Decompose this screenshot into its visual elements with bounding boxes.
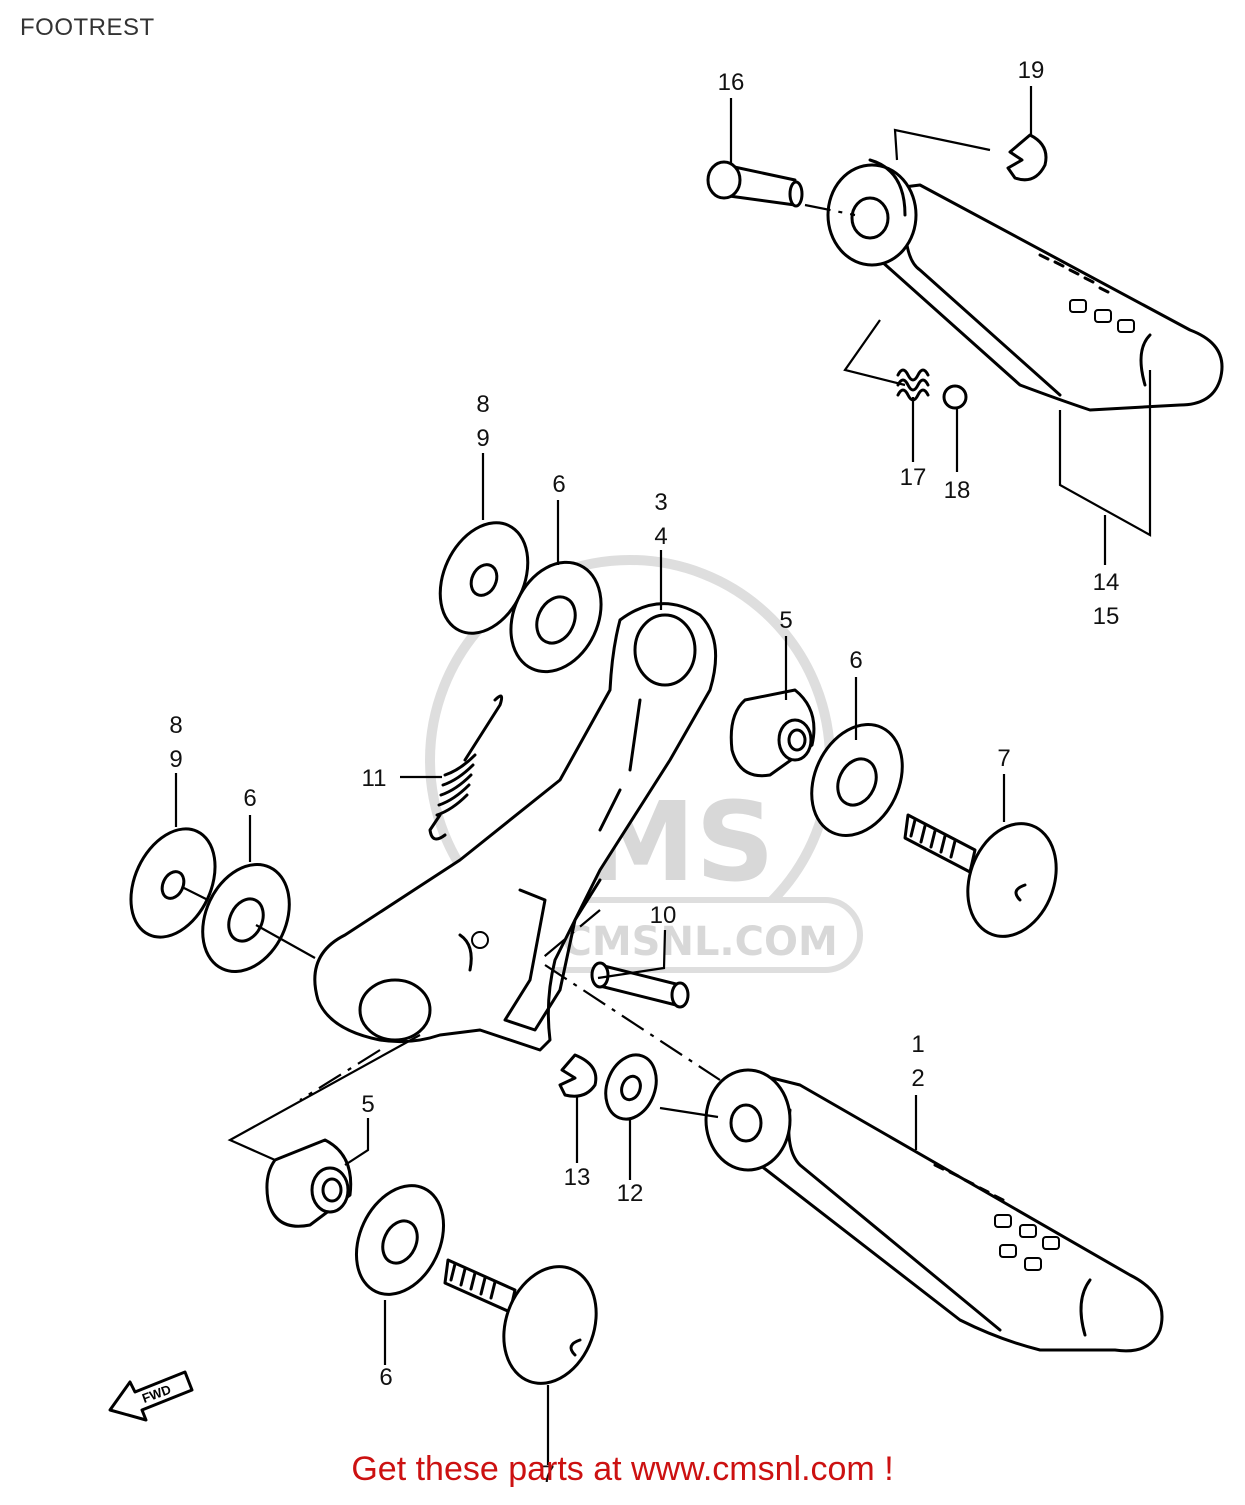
part-6-washer-left bbox=[201, 863, 291, 973]
part-12-washer bbox=[604, 1053, 658, 1121]
callouts: 16 19 17 18 14 15 8 9 6 3 4 5 6 7 8 9 6 … bbox=[169, 57, 1119, 1488]
part-19-clip bbox=[1006, 133, 1048, 182]
callout-5-upper: 5 bbox=[779, 607, 792, 634]
callout-4: 4 bbox=[654, 523, 667, 550]
callout-6-upper: 6 bbox=[552, 471, 565, 498]
callout-12: 12 bbox=[617, 1180, 644, 1207]
part-5-spacer-upper bbox=[729, 688, 816, 778]
part-6-washer-right bbox=[810, 723, 904, 837]
part-6-washer-lower bbox=[354, 1184, 446, 1296]
callout-10: 10 bbox=[650, 902, 677, 929]
callout-17: 17 bbox=[900, 464, 927, 491]
callout-13: 13 bbox=[564, 1164, 591, 1191]
callout-6-right: 6 bbox=[849, 647, 862, 674]
part-6-washer-upper bbox=[509, 560, 603, 674]
part-11-spring bbox=[428, 694, 504, 841]
part-7-bolt-lower bbox=[443, 1258, 598, 1385]
fwd-arrow-icon: FWD bbox=[108, 1370, 194, 1422]
callout-8-left: 8 bbox=[169, 712, 182, 739]
callout-18: 18 bbox=[944, 477, 971, 504]
part-16-pin bbox=[706, 160, 804, 208]
part-18-ball bbox=[942, 384, 968, 410]
callout-9-upper: 9 bbox=[476, 425, 489, 452]
callout-6-left: 6 bbox=[243, 785, 256, 812]
part-8-9-washer-left bbox=[129, 827, 217, 939]
page-title: FOOTREST bbox=[20, 14, 155, 41]
callout-7-upper: 7 bbox=[997, 745, 1010, 772]
callout-9-left: 9 bbox=[169, 746, 182, 773]
leader-lines bbox=[174, 86, 1152, 1465]
callout-1: 1 bbox=[911, 1031, 924, 1058]
part-3-4-bracket bbox=[313, 602, 718, 1052]
callout-19: 19 bbox=[1018, 57, 1045, 84]
lower-footrest bbox=[704, 1068, 1164, 1353]
callout-11: 11 bbox=[362, 765, 387, 792]
callout-14: 14 bbox=[1093, 569, 1120, 596]
callout-3: 3 bbox=[654, 489, 667, 516]
part-5-spacer-lower bbox=[265, 1138, 353, 1228]
callout-16: 16 bbox=[718, 69, 745, 96]
part-7-bolt-upper bbox=[903, 813, 1058, 938]
callout-5-lower: 5 bbox=[361, 1091, 374, 1118]
callout-6-lower: 6 bbox=[379, 1364, 392, 1391]
callout-15: 15 bbox=[1093, 603, 1120, 630]
callout-7-lower: 7 bbox=[541, 1461, 554, 1488]
upper-footrest bbox=[826, 158, 1224, 412]
promo-banner[interactable]: Get these parts at www.cmsnl.com ! bbox=[351, 1450, 894, 1488]
callout-8-upper: 8 bbox=[476, 391, 489, 418]
callout-2: 2 bbox=[911, 1065, 924, 1092]
part-13-clip bbox=[558, 1053, 598, 1098]
